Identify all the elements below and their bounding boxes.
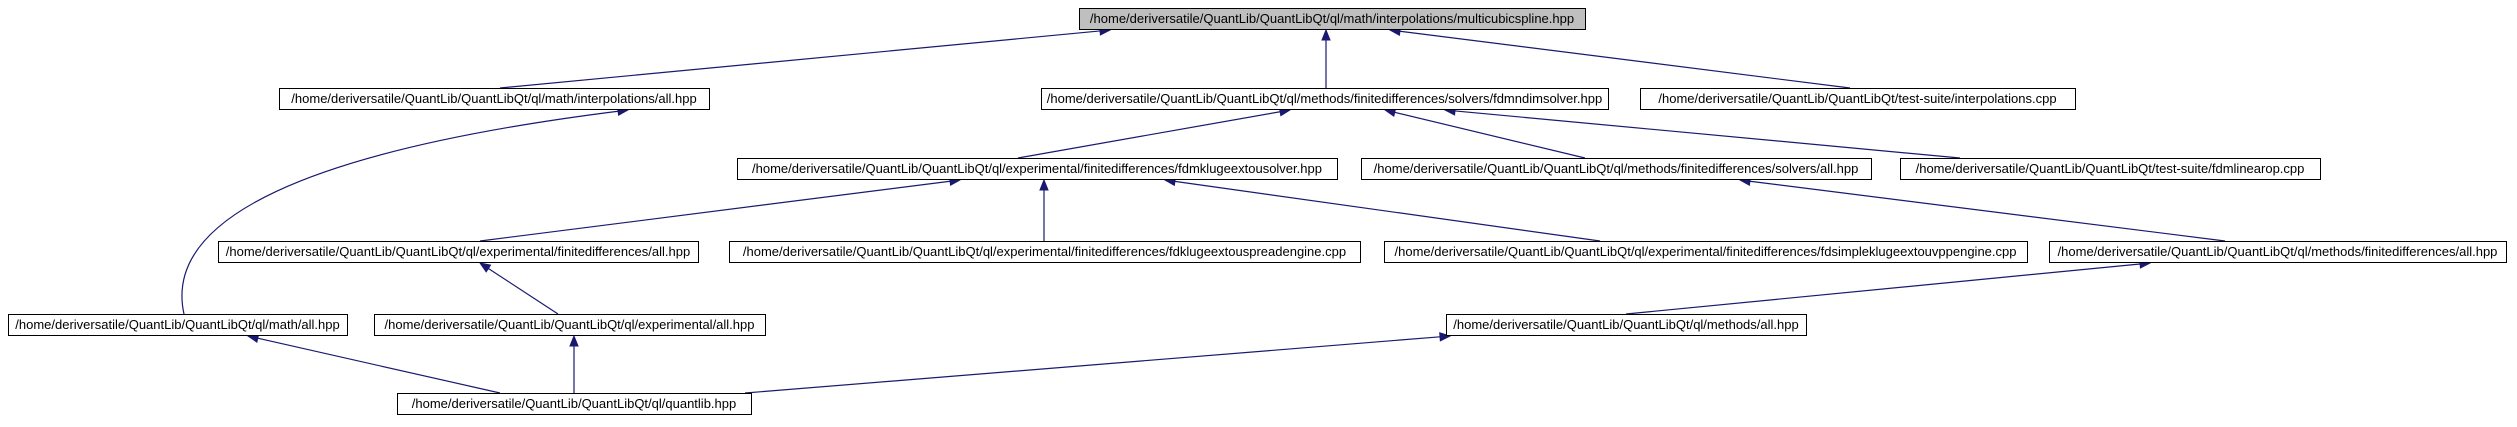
graph-node[interactable]: /home/deriversatile/QuantLib/QuantLibQt/… [279, 88, 710, 110]
node-box [1361, 158, 1872, 180]
edge-n3-to-n0 [1388, 26, 1851, 89]
node-label: /home/deriversatile/QuantLib/QuantLibQt/… [1090, 11, 1574, 26]
edge-n8-to-n4 [1039, 178, 1049, 241]
node-box [218, 241, 699, 263]
graph-node[interactable]: /home/deriversatile/QuantLib/QuantLibQt/… [737, 158, 1338, 180]
edge-n1-to-n0 [499, 26, 1112, 89]
graph-node[interactable]: /home/deriversatile/QuantLib/QuantLibQt/… [1361, 158, 1872, 180]
node-box [1446, 314, 1807, 336]
node-label: /home/deriversatile/QuantLib/QuantLibQt/… [226, 244, 690, 259]
arrow-head [1039, 178, 1049, 191]
node-box [279, 88, 710, 110]
edge-n13-to-n10 [1625, 259, 2152, 315]
edge-line [1174, 180, 1601, 242]
node-box [1079, 8, 1586, 30]
arrow-head [1321, 28, 1331, 41]
graph-node[interactable]: /home/deriversatile/QuantLib/QuantLibQt/… [1384, 241, 2028, 263]
node-box [8, 314, 348, 336]
edge-n11-to-n1 [181, 106, 630, 315]
graph-node[interactable]: /home/deriversatile/QuantLib/QuantLibQt/… [397, 393, 752, 415]
graph-node[interactable]: /home/deriversatile/QuantLib/QuantLibQt/… [1446, 314, 1807, 336]
arrow-head [569, 334, 579, 347]
arrow-head [478, 262, 492, 273]
graph-node[interactable]: /home/deriversatile/QuantLib/QuantLibQt/… [218, 241, 699, 263]
edge-line [479, 180, 951, 242]
node-box [374, 314, 766, 336]
edge-line [257, 337, 501, 394]
arrow-head [1439, 332, 1452, 342]
node-label: /home/deriversatile/QuantLib/QuantLibQt/… [1453, 317, 1798, 332]
edge-line [1399, 30, 1851, 89]
node-label: /home/deriversatile/QuantLib/QuantLibQt/… [385, 317, 755, 332]
edge-line [1394, 111, 1586, 159]
node-label: /home/deriversatile/QuantLib/QuantLibQt/… [743, 244, 1346, 259]
node-box [1900, 158, 2321, 180]
edge-line [499, 30, 1101, 89]
graph-node[interactable]: /home/deriversatile/QuantLib/QuantLibQt/… [1041, 88, 1609, 110]
node-box [1384, 241, 2028, 263]
edge-n9-to-n4 [1163, 176, 1601, 242]
node-label: /home/deriversatile/QuantLib/QuantLibQt/… [15, 317, 339, 332]
graph-node[interactable]: /home/deriversatile/QuantLib/QuantLibQt/… [8, 314, 348, 336]
graph-node[interactable]: /home/deriversatile/QuantLib/QuantLibQt/… [2049, 241, 2507, 263]
node-box [397, 393, 752, 415]
edge-n14-to-n12 [569, 334, 579, 393]
node-box [1640, 88, 2076, 110]
node-box [1041, 88, 1609, 110]
graph-node[interactable]: /home/deriversatile/QuantLib/QuantLibQt/… [1900, 158, 2321, 180]
node-label: /home/deriversatile/QuantLib/QuantLibQt/… [1395, 244, 2017, 259]
edge-n14-to-n13 [744, 332, 1452, 394]
edge-n10-to-n5 [1738, 176, 2226, 242]
node-label: /home/deriversatile/QuantLib/QuantLibQt/… [412, 396, 736, 411]
nodes-layer: /home/deriversatile/QuantLib/QuantLibQt/… [8, 8, 2507, 415]
edge-n12-to-n7 [478, 262, 559, 315]
node-box [737, 158, 1338, 180]
edge-line [488, 267, 559, 315]
node-label: /home/deriversatile/QuantLib/QuantLibQt/… [1916, 161, 2305, 176]
edge-line [1454, 110, 1961, 159]
edge-line [1625, 263, 2141, 315]
node-box [2049, 241, 2507, 263]
edge-n14-to-n11 [246, 333, 501, 394]
node-label: /home/deriversatile/QuantLib/QuantLibQt/… [1047, 91, 1602, 106]
edge-line [1749, 180, 2226, 242]
node-label: /home/deriversatile/QuantLib/QuantLibQt/… [291, 91, 696, 106]
graph-node[interactable]: /home/deriversatile/QuantLib/QuantLibQt/… [729, 241, 1361, 263]
node-label: /home/deriversatile/QuantLib/QuantLibQt/… [752, 161, 1322, 176]
graph-node[interactable]: /home/deriversatile/QuantLib/QuantLibQt/… [374, 314, 766, 336]
edge-line [1017, 111, 1281, 159]
node-box [729, 241, 1361, 263]
edge-n2-to-n0 [1321, 28, 1331, 88]
edge-line [181, 110, 619, 315]
node-label: /home/deriversatile/QuantLib/QuantLibQt/… [2058, 244, 2498, 259]
node-label: /home/deriversatile/QuantLib/QuantLibQt/… [1658, 91, 2056, 106]
edges-layer [181, 26, 2226, 394]
edge-line [744, 336, 1441, 394]
root-node: /home/deriversatile/QuantLib/QuantLibQt/… [1079, 8, 1586, 30]
node-label: /home/deriversatile/QuantLib/QuantLibQt/… [1374, 161, 1859, 176]
edge-n4-to-n2 [1017, 107, 1292, 159]
edge-n5-to-n2 [1383, 107, 1586, 159]
graph-node[interactable]: /home/deriversatile/QuantLib/QuantLibQt/… [1640, 88, 2076, 110]
edge-n6-to-n2 [1443, 106, 1961, 159]
edge-n7-to-n4 [479, 176, 962, 242]
